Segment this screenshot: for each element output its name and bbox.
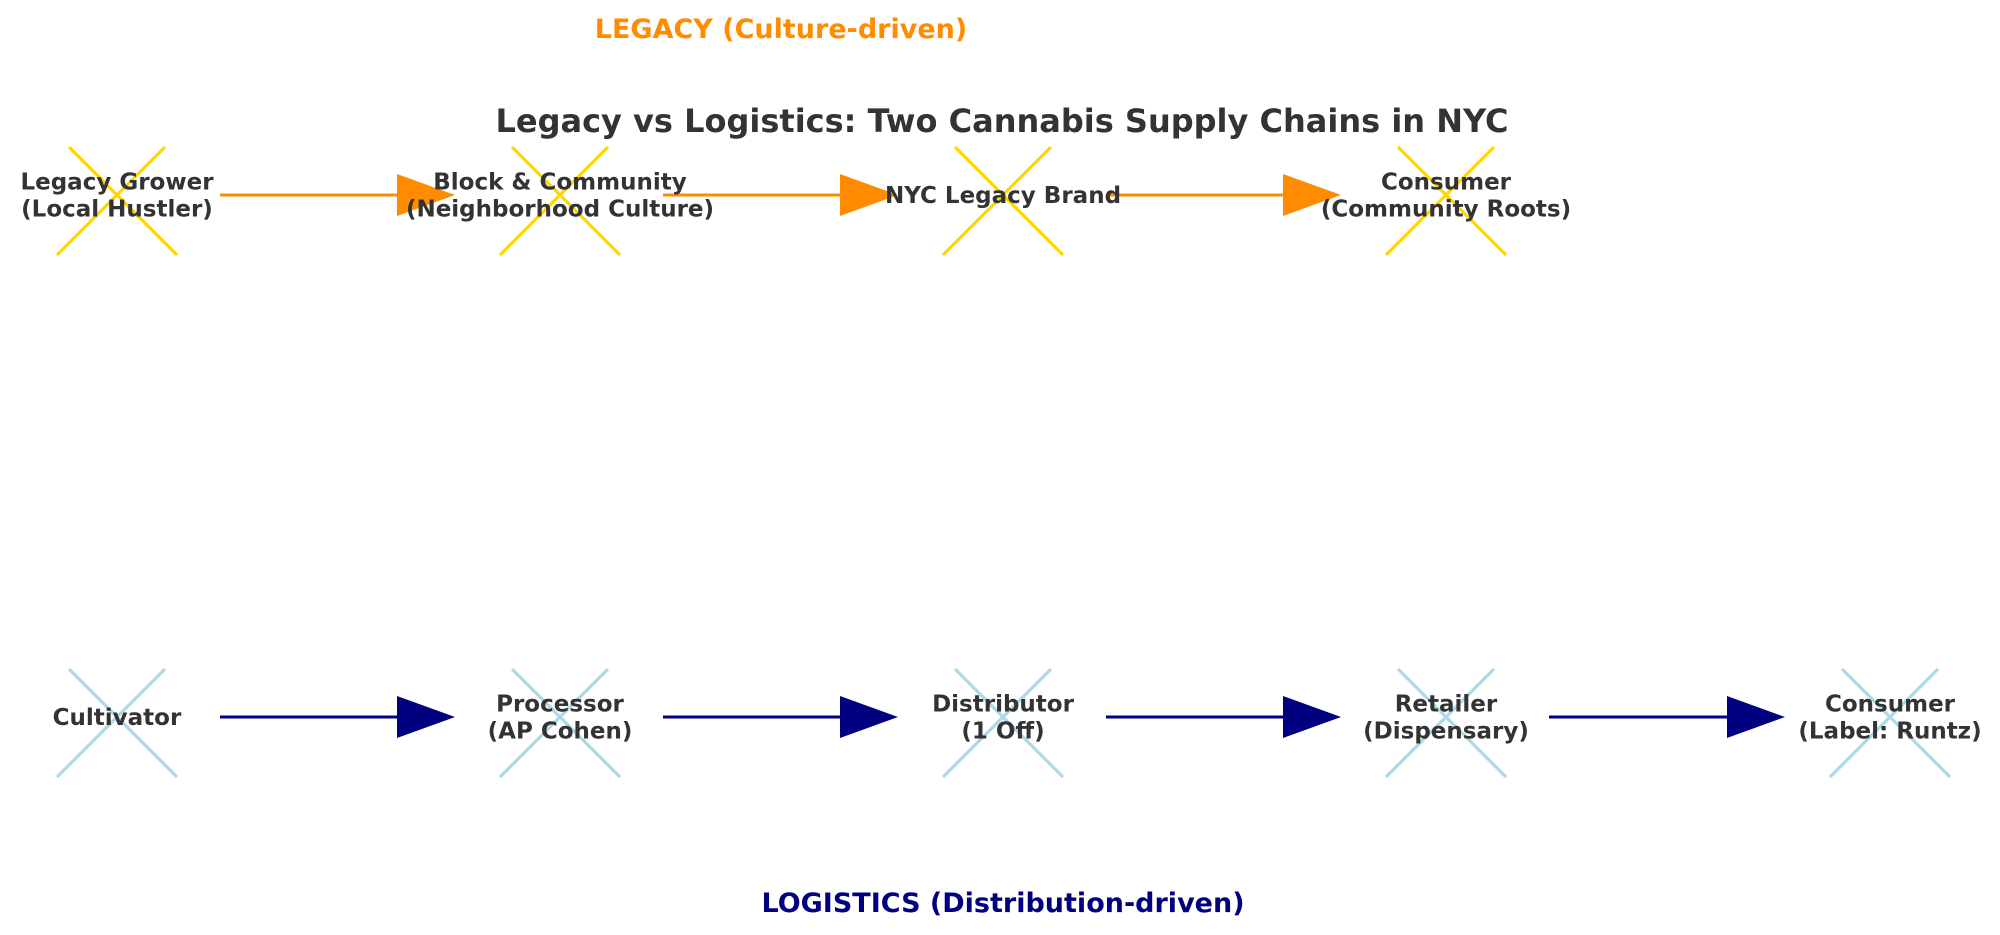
arrow-head-icon	[1283, 174, 1341, 216]
logistics-chain-label: LOGISTICS (Distribution-driven)	[761, 888, 1244, 919]
node-label-line: (Local Hustler)	[21, 197, 213, 223]
node-label-line: Cultivator	[53, 705, 182, 731]
logistics-node-label: Distributor(1 Off)	[932, 692, 1075, 745]
marker-stroke	[510, 145, 622, 257]
arrow-head-icon	[1727, 696, 1785, 738]
legacy-node-marker-x-icon	[55, 145, 179, 257]
arrow-head-icon	[840, 174, 898, 216]
logistics-arrow	[220, 696, 455, 738]
node-label-line: (Community Roots)	[1321, 197, 1571, 223]
logistics-node-label: Consumer(Label: Runtz)	[1798, 692, 1981, 745]
legacy-arrow	[220, 174, 455, 216]
diagram-title: Legacy vs Logistics: Two Cannabis Supply…	[495, 102, 1508, 140]
marker-stroke	[67, 667, 179, 779]
node-label-line: Consumer	[1825, 692, 1956, 718]
legacy-chain-label: LEGACY (Culture-driven)	[595, 14, 967, 45]
node-label-line: Processor	[496, 692, 624, 718]
node-label-line: Distributor	[932, 692, 1075, 718]
marker-stroke	[1828, 667, 1940, 779]
node-label-line: Consumer	[1381, 170, 1512, 196]
node-label-line: Block & Community	[433, 170, 686, 196]
marker-stroke	[941, 667, 1053, 779]
logistics-arrow	[663, 696, 898, 738]
marker-stroke	[941, 145, 1053, 257]
logistics-node-marker-x-icon	[941, 667, 1065, 779]
marker-stroke	[1396, 667, 1508, 779]
marker-stroke	[1384, 667, 1496, 779]
logistics-arrow	[1549, 696, 1785, 738]
marker-stroke	[953, 145, 1065, 257]
marker-stroke	[67, 145, 179, 257]
marker-stroke	[1384, 145, 1496, 257]
arrow-head-icon	[397, 174, 455, 216]
legacy-arrow	[1106, 174, 1341, 216]
legacy-node-label: Legacy Grower(Local Hustler)	[20, 170, 214, 223]
legacy-node-label: NYC Legacy Brand	[885, 183, 1121, 209]
node-label-line: (Label: Runtz)	[1798, 719, 1981, 745]
marker-stroke	[510, 667, 622, 779]
node-label-line: Retailer	[1395, 692, 1498, 718]
logistics-node-marker-x-icon	[1828, 667, 1952, 779]
arrow-head-icon	[1283, 696, 1341, 738]
logistics-node-marker-x-icon	[498, 667, 622, 779]
node-label-line: Legacy Grower	[20, 170, 214, 196]
marker-stroke	[1396, 145, 1508, 257]
logistics-node-label: Processor(AP Cohen)	[488, 692, 633, 745]
legacy-arrow	[663, 174, 898, 216]
arrow-head-icon	[397, 696, 455, 738]
marker-stroke	[953, 667, 1065, 779]
logistics-arrow	[1106, 696, 1341, 738]
logistics-node-label: Cultivator	[53, 705, 182, 731]
legacy-node-marker-x-icon	[498, 145, 622, 257]
logistics-node-marker-x-icon	[55, 667, 179, 779]
marker-stroke	[55, 145, 167, 257]
arrow-head-icon	[840, 696, 898, 738]
marker-stroke	[55, 667, 167, 779]
logistics-node-marker-x-icon	[1384, 667, 1508, 779]
legacy-node-label: Consumer(Community Roots)	[1321, 170, 1571, 223]
node-label-line: (Neighborhood Culture)	[406, 197, 714, 223]
marker-stroke	[498, 667, 610, 779]
logistics-node-label: Retailer(Dispensary)	[1363, 692, 1529, 745]
node-label-line: (1 Off)	[961, 719, 1044, 745]
node-label-line: NYC Legacy Brand	[885, 183, 1121, 209]
legacy-node-label: Block & Community(Neighborhood Culture)	[406, 170, 714, 223]
marker-stroke	[498, 145, 610, 257]
marker-stroke	[1840, 667, 1952, 779]
node-label-line: (AP Cohen)	[488, 719, 633, 745]
node-label-line: (Dispensary)	[1363, 719, 1529, 745]
legacy-node-marker-x-icon	[941, 145, 1065, 257]
legacy-node-marker-x-icon	[1384, 145, 1508, 257]
